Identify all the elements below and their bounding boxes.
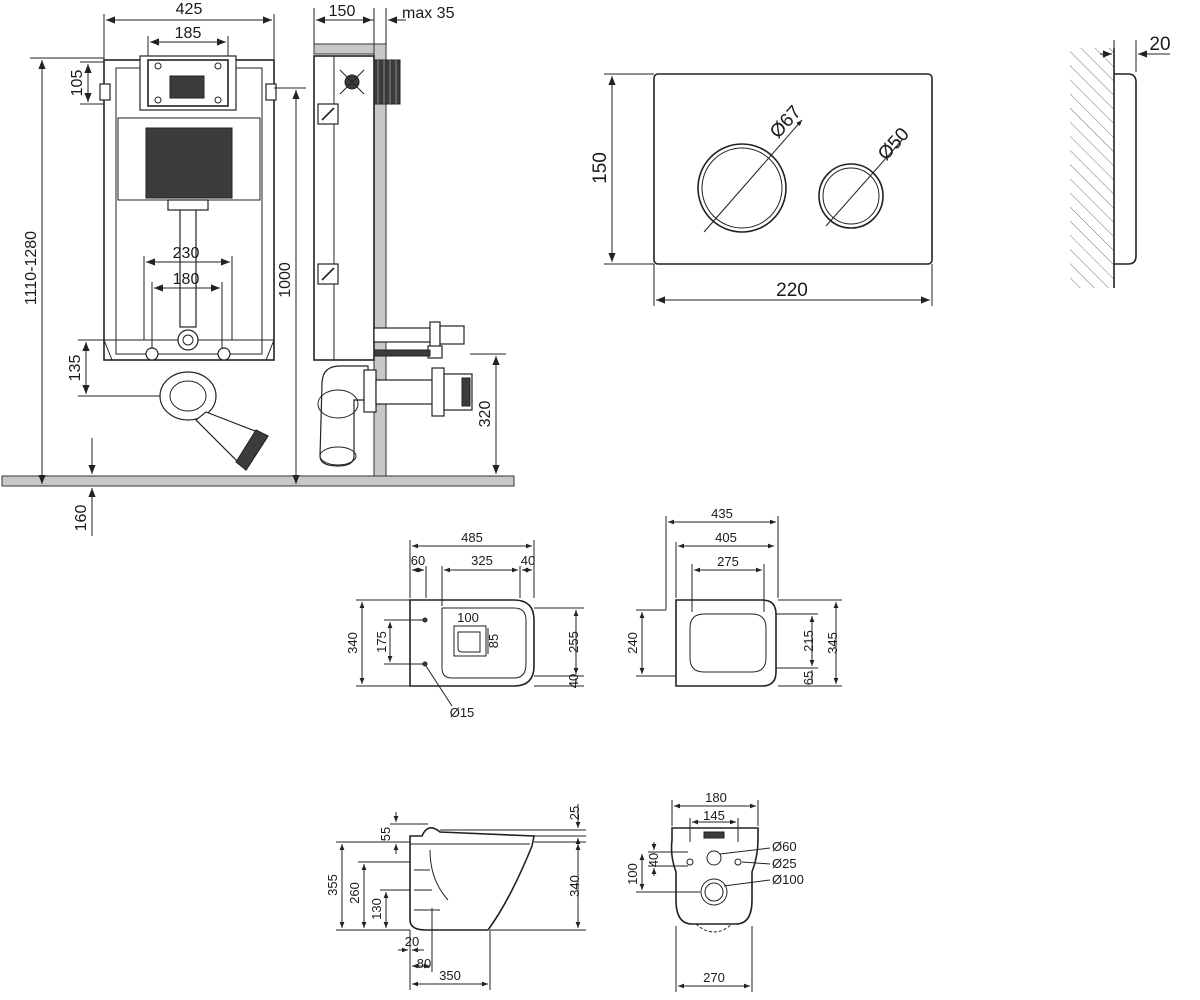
bowl-back-view — [670, 827, 759, 933]
dim-seat-inner: 275 — [717, 554, 739, 569]
dim-plate-height: 150 — [590, 152, 611, 184]
dim-pipe-spacing-outer: 230 — [173, 245, 200, 262]
dim-seat-bottom: 65 — [801, 671, 816, 685]
frame-side-view — [313, 43, 473, 477]
dim-back-outlet: Ø100 — [772, 872, 804, 887]
dim-seat-right-outer: 345 — [825, 632, 840, 654]
dim-plate-thickness: 20 — [1149, 34, 1170, 55]
dim-total-height: 1110-1280 — [23, 231, 40, 305]
dim-back-lower: 100 — [625, 863, 640, 885]
dim-seat-mid: 405 — [715, 530, 737, 545]
dim-wall-max: max 35 — [402, 5, 455, 22]
button-small — [818, 163, 884, 229]
dim-hole-diameter: Ø15 — [450, 705, 475, 720]
dim-outlet-height: 135 — [67, 355, 84, 382]
frame-front-view — [1, 55, 515, 487]
flush-plate — [653, 73, 933, 265]
dim-back-inlet: Ø60 — [772, 839, 797, 854]
dim-bowl-length: 485 — [461, 530, 483, 545]
dim-side-length: 350 — [439, 968, 461, 983]
dim-back-width-holes: 145 — [703, 808, 725, 823]
floor-slab — [1, 475, 515, 487]
bowl-outline — [409, 599, 535, 687]
dim-bowl-offset-right: 40 — [521, 553, 535, 568]
dim-side-lower: 130 — [369, 898, 384, 920]
dim-button-small: Ø50 — [874, 124, 914, 165]
dim-frame-depth: 150 — [329, 3, 356, 20]
dim-back-fixing: Ø25 — [772, 856, 797, 871]
dim-bowl-inner-width: 255 — [566, 631, 581, 653]
dim-seat-right-inner: 215 — [801, 630, 816, 652]
dim-side-total: 355 — [325, 874, 340, 896]
bowl-back-outline — [670, 827, 759, 925]
dim-frame-width: 425 — [176, 1, 203, 18]
outlet-hole — [700, 878, 728, 906]
dim-pipe-spacing-inner: 180 — [173, 271, 200, 288]
dim-bowl-bottom-offset: 40 — [566, 674, 581, 688]
frame-body — [313, 55, 375, 361]
dim-side-rim: 55 — [378, 827, 393, 841]
bowl-outlet — [453, 625, 487, 657]
dim-hole-spacing: 175 — [374, 631, 389, 653]
plate-outline — [653, 73, 933, 265]
dim-plate-width: 220 — [776, 280, 808, 301]
dim-outlet-width: 100 — [457, 610, 479, 625]
seat-outline — [675, 599, 777, 687]
dim-bracket-height: 1000 — [277, 262, 294, 298]
dim-side-right-height: 340 — [567, 875, 582, 897]
dim-seat-outer: 435 — [711, 506, 733, 521]
dim-floor-offset: 160 — [73, 505, 90, 532]
dim-drain-height: 320 — [477, 401, 494, 428]
dim-seat-left-height: 240 — [625, 632, 640, 654]
dim-side-small-offset: 20 — [405, 934, 419, 949]
bowl-top-view — [409, 599, 535, 687]
seat-top-view — [675, 599, 777, 687]
plate-profile — [1070, 48, 1137, 288]
dim-side-top: 25 — [567, 806, 582, 820]
dim-back-upper: 40 — [646, 853, 661, 867]
seat-opening — [689, 613, 767, 673]
dim-back-width-top: 180 — [705, 790, 727, 805]
dim-side-base-offset: 80 — [417, 956, 431, 971]
dim-bowl-width: 340 — [345, 632, 360, 654]
dim-side-mid: 260 — [347, 882, 362, 904]
button-large — [697, 143, 787, 233]
bowl-side-view — [409, 827, 535, 931]
dim-bowl-middle: 325 — [471, 553, 493, 568]
bowl-side-outline — [409, 827, 535, 931]
dim-outlet-height-top: 85 — [486, 634, 501, 648]
dim-back-base-width: 270 — [703, 970, 725, 985]
dim-top-bracket: 185 — [175, 25, 202, 42]
inlet-hole — [706, 850, 722, 866]
dim-bowl-offset-left: 60 — [411, 553, 425, 568]
dim-top-height: 105 — [69, 70, 86, 97]
flush-pipe — [179, 204, 197, 328]
dim-button-large: Ø67 — [766, 102, 806, 143]
top-bracket — [147, 59, 229, 107]
